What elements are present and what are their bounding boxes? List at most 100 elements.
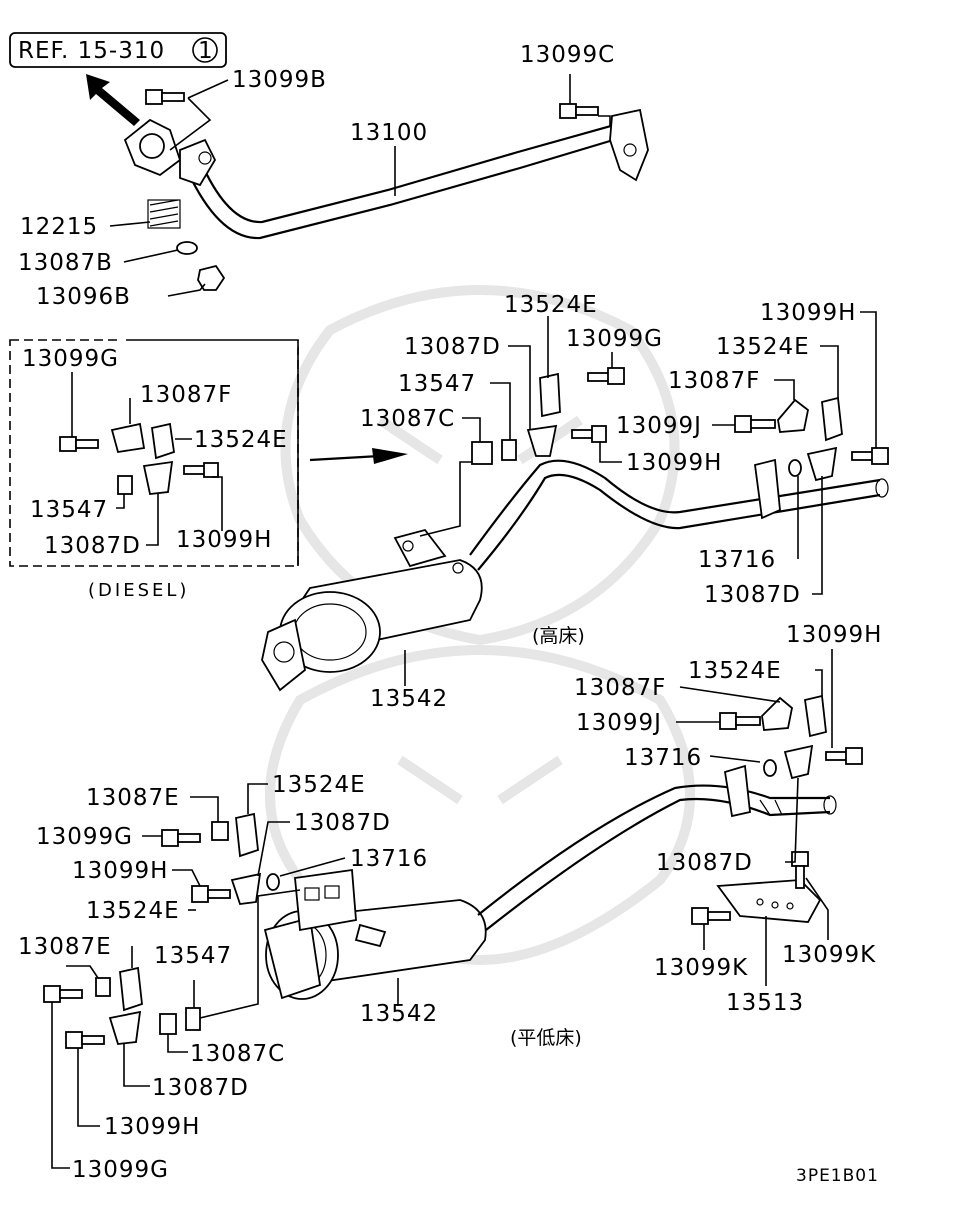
bracket-13524E-e: [119, 966, 143, 1012]
low-floor-left-fittings: [43, 812, 280, 1049]
label-diesel-13547: 13547: [30, 497, 108, 523]
label-13099H-d: 13099H: [104, 1114, 200, 1140]
bracket-13087D-e: [108, 1010, 142, 1045]
diesel-pad-13547: [117, 475, 133, 495]
part-labels: 13099B 13099C 13100 12215 13087B 13096B …: [18, 42, 882, 1186]
label-13099H-top: 13099H: [760, 300, 856, 326]
bolt-13099H-c: [191, 885, 231, 903]
clip-13087C-b: [159, 1013, 177, 1035]
caption-diesel: (DIESEL): [88, 580, 189, 601]
rubber-13716-a: [788, 459, 802, 477]
low-floor-right-fittings: [691, 694, 863, 925]
diesel-bracket-13087D: [142, 460, 174, 495]
bracket-13087D-b: [806, 446, 838, 482]
bolt-13099C: [559, 103, 599, 119]
label-13096B: 13096B: [36, 284, 131, 310]
bracket-13087F-a: [777, 398, 809, 433]
bracket-13524E-c: [803, 694, 827, 738]
label-diesel-13099G: 13099G: [22, 346, 119, 372]
label-13099G-c: 13099G: [72, 1157, 169, 1183]
label-13099J-b: 13099J: [576, 710, 662, 736]
label-13087E-b: 13087E: [18, 934, 112, 960]
bolt-13099J-b: [719, 712, 761, 730]
label-13524E-d: 13524E: [272, 772, 366, 798]
label-13099C: 13099C: [520, 42, 615, 68]
bracket-13513: [716, 879, 822, 923]
bolt-13099H-b: [825, 747, 863, 765]
diagram-code: 3PE1B01: [796, 1166, 879, 1186]
rubber-13716-c: [266, 873, 280, 891]
spring-12215: [147, 199, 181, 229]
bracket-13087D-d: [230, 872, 262, 905]
label-13087D-b: 13087D: [704, 582, 801, 608]
direction-arrow-icon: [86, 74, 140, 126]
diesel-bracket-13087F: [110, 422, 146, 454]
label-13099H-a: 13099H: [626, 450, 722, 476]
bracket-13087F-b: [761, 696, 793, 731]
label-13524E-e: 13524E: [86, 898, 180, 924]
label-13099H-b: 13099H: [786, 622, 882, 648]
label-13099J-a: 13099J: [616, 413, 702, 439]
bolt-13099B: [145, 89, 185, 105]
label-13087E-a: 13087E: [86, 785, 180, 811]
label-diesel-13087D: 13087D: [44, 533, 141, 559]
caption-low-floor: (平低床): [510, 1027, 582, 1049]
label-13087D-c: 13087D: [656, 850, 753, 876]
label-13087B: 13087B: [18, 250, 113, 276]
label-diesel-13087F: 13087F: [140, 382, 232, 408]
caption-high-floor: (高床): [532, 625, 585, 647]
clip-13087E-a: [211, 821, 229, 841]
reference-box: REF. 15-310 1: [9, 32, 227, 68]
label-12215: 12215: [20, 214, 98, 240]
label-13087C-b: 13087C: [190, 1041, 285, 1067]
bolt-13099G-a: [587, 367, 625, 385]
high-floor-fittings: [471, 367, 889, 482]
bolt-13099H-a: [571, 425, 607, 443]
label-13716-a: 13716: [698, 547, 776, 573]
label-13087F-b: 13087F: [574, 675, 666, 701]
leaders-high-floor: [404, 311, 877, 686]
label-13099G-b: 13099G: [36, 824, 133, 850]
label-13099K-a: 13099K: [654, 955, 748, 981]
bolt-13099G-b: [161, 829, 201, 847]
pad-13547-b: [185, 1007, 201, 1031]
label-13547-b: 13547: [154, 943, 232, 969]
diesel-bracket-13524E: [150, 422, 175, 460]
low-floor-muffler: [263, 764, 837, 1000]
label-13087F-a: 13087F: [668, 368, 760, 394]
leaders-top: [109, 74, 611, 297]
label-diesel-13524E: 13524E: [194, 427, 288, 453]
label-13542-b: 13542: [360, 1001, 438, 1027]
reference-circled-number: 1: [198, 38, 214, 64]
diesel-bolt-13099H: [183, 462, 219, 478]
pad-13547-a: [501, 439, 517, 461]
label-13099K-b: 13099K: [782, 942, 876, 968]
label-13716-c: 13716: [350, 846, 428, 872]
bolt-13099J-a: [734, 415, 776, 433]
inset-arrow-icon: [309, 448, 408, 464]
high-floor-muffler: [261, 458, 889, 692]
label-13547-a: 13547: [398, 371, 476, 397]
gasket-13087B: [176, 241, 198, 255]
bracket-13524E-b: [821, 396, 843, 442]
label-13524E-b: 13524E: [716, 334, 810, 360]
leaders-low-floor-left: [51, 783, 399, 1169]
label-13100: 13100: [350, 120, 428, 146]
bracket-13087D-a: [526, 424, 558, 457]
label-13099H-c: 13099H: [72, 858, 168, 884]
bolt-13099H-d: [65, 1031, 105, 1049]
bolt-13099G-c: [43, 985, 83, 1003]
label-13099B: 13099B: [232, 67, 327, 93]
clip-13087E-b: [95, 977, 111, 997]
bracket-13087D-c: [783, 744, 814, 780]
diesel-inset: [9, 334, 299, 567]
bracket-13524E-d: [235, 812, 259, 858]
leaders-low-floor-right: [676, 649, 833, 986]
bolt-13099K-a: [691, 907, 731, 925]
nut-13096B: [197, 264, 226, 291]
bracket-13524E-a: [539, 372, 561, 418]
label-13087C-a: 13087C: [360, 406, 455, 432]
front-pipe: [123, 108, 649, 240]
label-13513: 13513: [726, 990, 804, 1016]
